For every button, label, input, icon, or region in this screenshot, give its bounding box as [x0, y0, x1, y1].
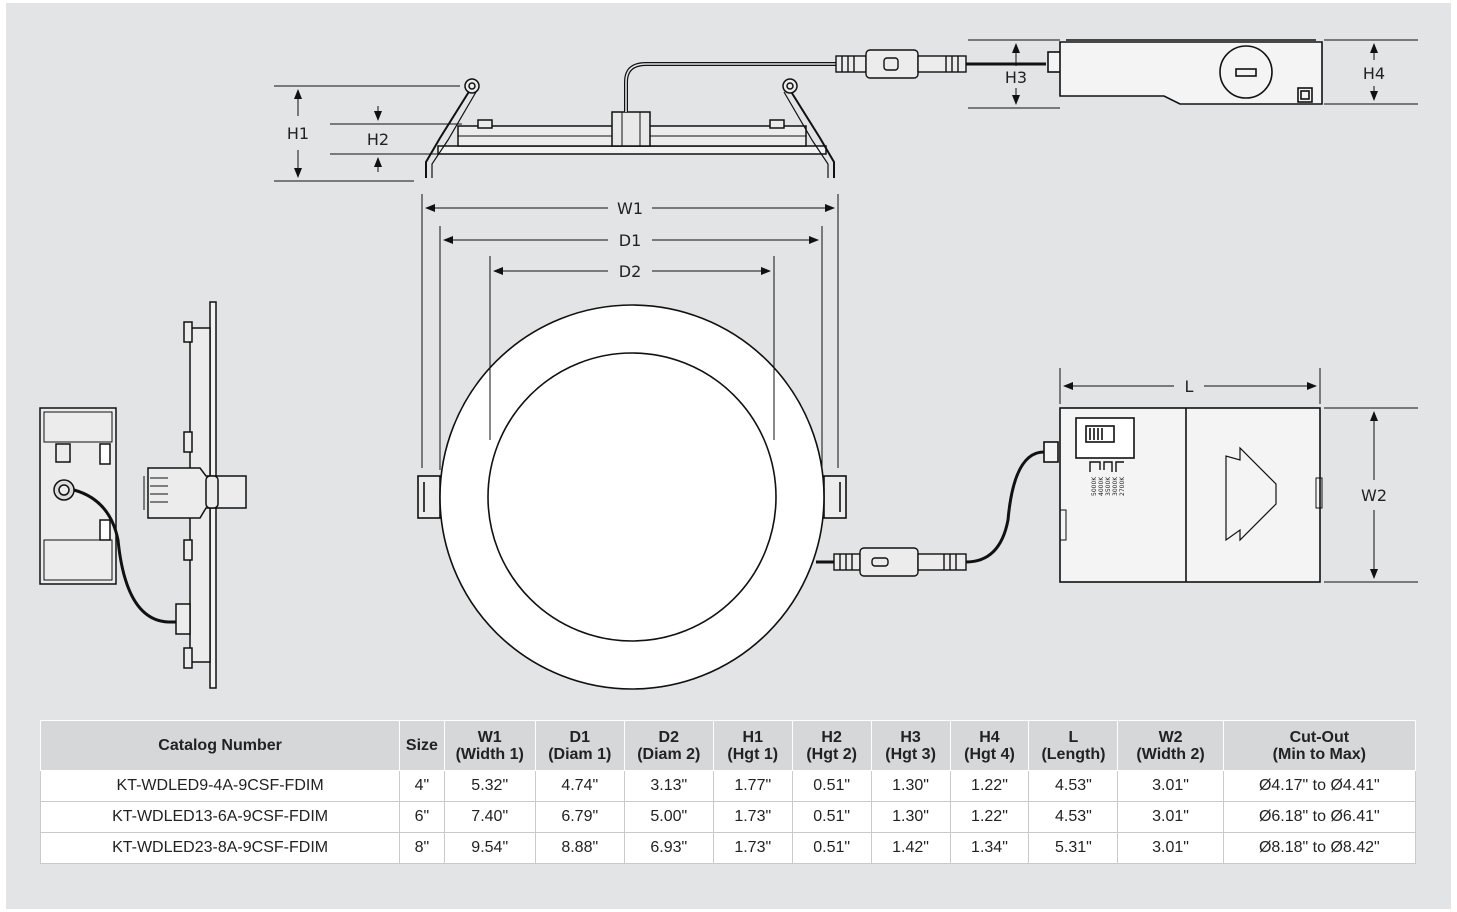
- cell-catalog-number: KT-WDLED23-8A-9CSF-FDIM: [39, 832, 401, 864]
- svg-text:3000K: 3000K: [1112, 476, 1119, 496]
- cell-h1: 1.73": [712, 801, 793, 833]
- cell-h2: 0.51": [791, 801, 872, 833]
- label-w1: W1: [617, 199, 643, 218]
- cct-switch-labels: 5000K 4000K 3500K 3000K 2700K: [1091, 476, 1126, 496]
- cell-d2: 3.13": [623, 770, 714, 802]
- label-d2: D2: [619, 262, 642, 281]
- cell-h3: 1.30": [870, 770, 951, 802]
- header-catalog-number: Catalog Number: [39, 720, 401, 771]
- header-d2: D2(Diam 2): [623, 720, 714, 771]
- spec-table: Catalog Number Size W1(Width 1) D1(Diam …: [39, 720, 1417, 864]
- label-h1: H1: [287, 124, 309, 143]
- cell-l: 4.53": [1028, 801, 1119, 833]
- header-w2: W2(Width 2): [1117, 720, 1224, 771]
- cell-d2: 5.00": [623, 801, 714, 833]
- top-connector: [835, 49, 1046, 79]
- header-l: L(Length): [1028, 720, 1119, 771]
- table-header-row: Catalog Number Size W1(Width 1) D1(Diam …: [39, 720, 1417, 771]
- cell-d1: 4.74": [534, 770, 625, 802]
- table-row: KT-WDLED13-6A-9CSF-FDIM 6" 7.40" 6.79" 5…: [39, 801, 1417, 833]
- header-h2: H2(Hgt 2): [791, 720, 872, 771]
- cell-cut-out: Ø6.18" to Ø6.41": [1222, 801, 1417, 833]
- cell-h2: 0.51": [791, 770, 872, 802]
- cell-catalog-number: KT-WDLED13-6A-9CSF-FDIM: [39, 801, 401, 833]
- cell-h4: 1.22": [949, 770, 1030, 802]
- cell-l: 4.53": [1028, 770, 1119, 802]
- cell-d1: 6.79": [534, 801, 625, 833]
- header-h1: H1(Hgt 1): [712, 720, 793, 771]
- cell-size: 6": [399, 801, 445, 833]
- svg-text:2700K: 2700K: [1119, 476, 1126, 496]
- header-h4: H4(Hgt 4): [949, 720, 1030, 771]
- cell-l: 5.31": [1028, 832, 1119, 864]
- svg-text:3500K: 3500K: [1105, 476, 1112, 496]
- fixture-front-view: [417, 304, 847, 690]
- driver-box-top: [1047, 39, 1323, 105]
- cell-h4: 1.34": [949, 832, 1030, 864]
- svg-text:4000K: 4000K: [1098, 476, 1105, 496]
- label-h3: H3: [1005, 68, 1027, 87]
- cell-cut-out: Ø4.17" to Ø4.41": [1222, 770, 1417, 802]
- dimension-lines: [274, 39, 1418, 583]
- cell-h3: 1.42": [870, 832, 951, 864]
- cell-size: 4": [399, 770, 445, 802]
- label-d1: D1: [619, 231, 642, 250]
- bottom-connector: [833, 450, 1045, 577]
- label-w2: W2: [1361, 486, 1387, 505]
- cell-d1: 8.88": [534, 832, 625, 864]
- dimension-labels: H1 H2 H3 H4 W1 D1 D2 L W2: [287, 64, 1387, 505]
- cell-w2: 3.01": [1117, 832, 1224, 864]
- cell-size: 8": [399, 832, 445, 864]
- cell-d2: 6.93": [623, 832, 714, 864]
- header-d1: D1(Diam 1): [534, 720, 625, 771]
- cell-w2: 3.01": [1117, 770, 1224, 802]
- cell-cut-out: Ø8.18" to Ø8.42": [1222, 832, 1417, 864]
- cell-h3: 1.30": [870, 801, 951, 833]
- cell-catalog-number: KT-WDLED9-4A-9CSF-FDIM: [39, 770, 401, 802]
- cell-h4: 1.22": [949, 801, 1030, 833]
- label-h2: H2: [367, 130, 389, 149]
- cell-w1: 5.32": [443, 770, 536, 802]
- cell-w1: 9.54": [443, 832, 536, 864]
- header-w1: W1(Width 1): [443, 720, 536, 771]
- header-cut-out: Cut-Out(Min to Max): [1222, 720, 1417, 771]
- table-row: KT-WDLED23-8A-9CSF-FDIM 8" 9.54" 8.88" 6…: [39, 832, 1417, 864]
- fixture-side-view: [425, 62, 836, 178]
- driver-box-front: [1043, 407, 1323, 583]
- cell-w2: 3.01": [1117, 801, 1224, 833]
- cell-w1: 7.40": [443, 801, 536, 833]
- header-size: Size: [399, 720, 445, 771]
- cell-h2: 0.51": [791, 832, 872, 864]
- svg-text:5000K: 5000K: [1091, 476, 1098, 496]
- cell-h1: 1.73": [712, 832, 793, 864]
- label-h4: H4: [1363, 64, 1385, 83]
- fixture-left-view: [39, 301, 247, 689]
- label-l: L: [1185, 377, 1194, 396]
- table-row: KT-WDLED9-4A-9CSF-FDIM 4" 5.32" 4.74" 3.…: [39, 770, 1417, 802]
- cell-h1: 1.77": [712, 770, 793, 802]
- header-h3: H3(Hgt 3): [870, 720, 951, 771]
